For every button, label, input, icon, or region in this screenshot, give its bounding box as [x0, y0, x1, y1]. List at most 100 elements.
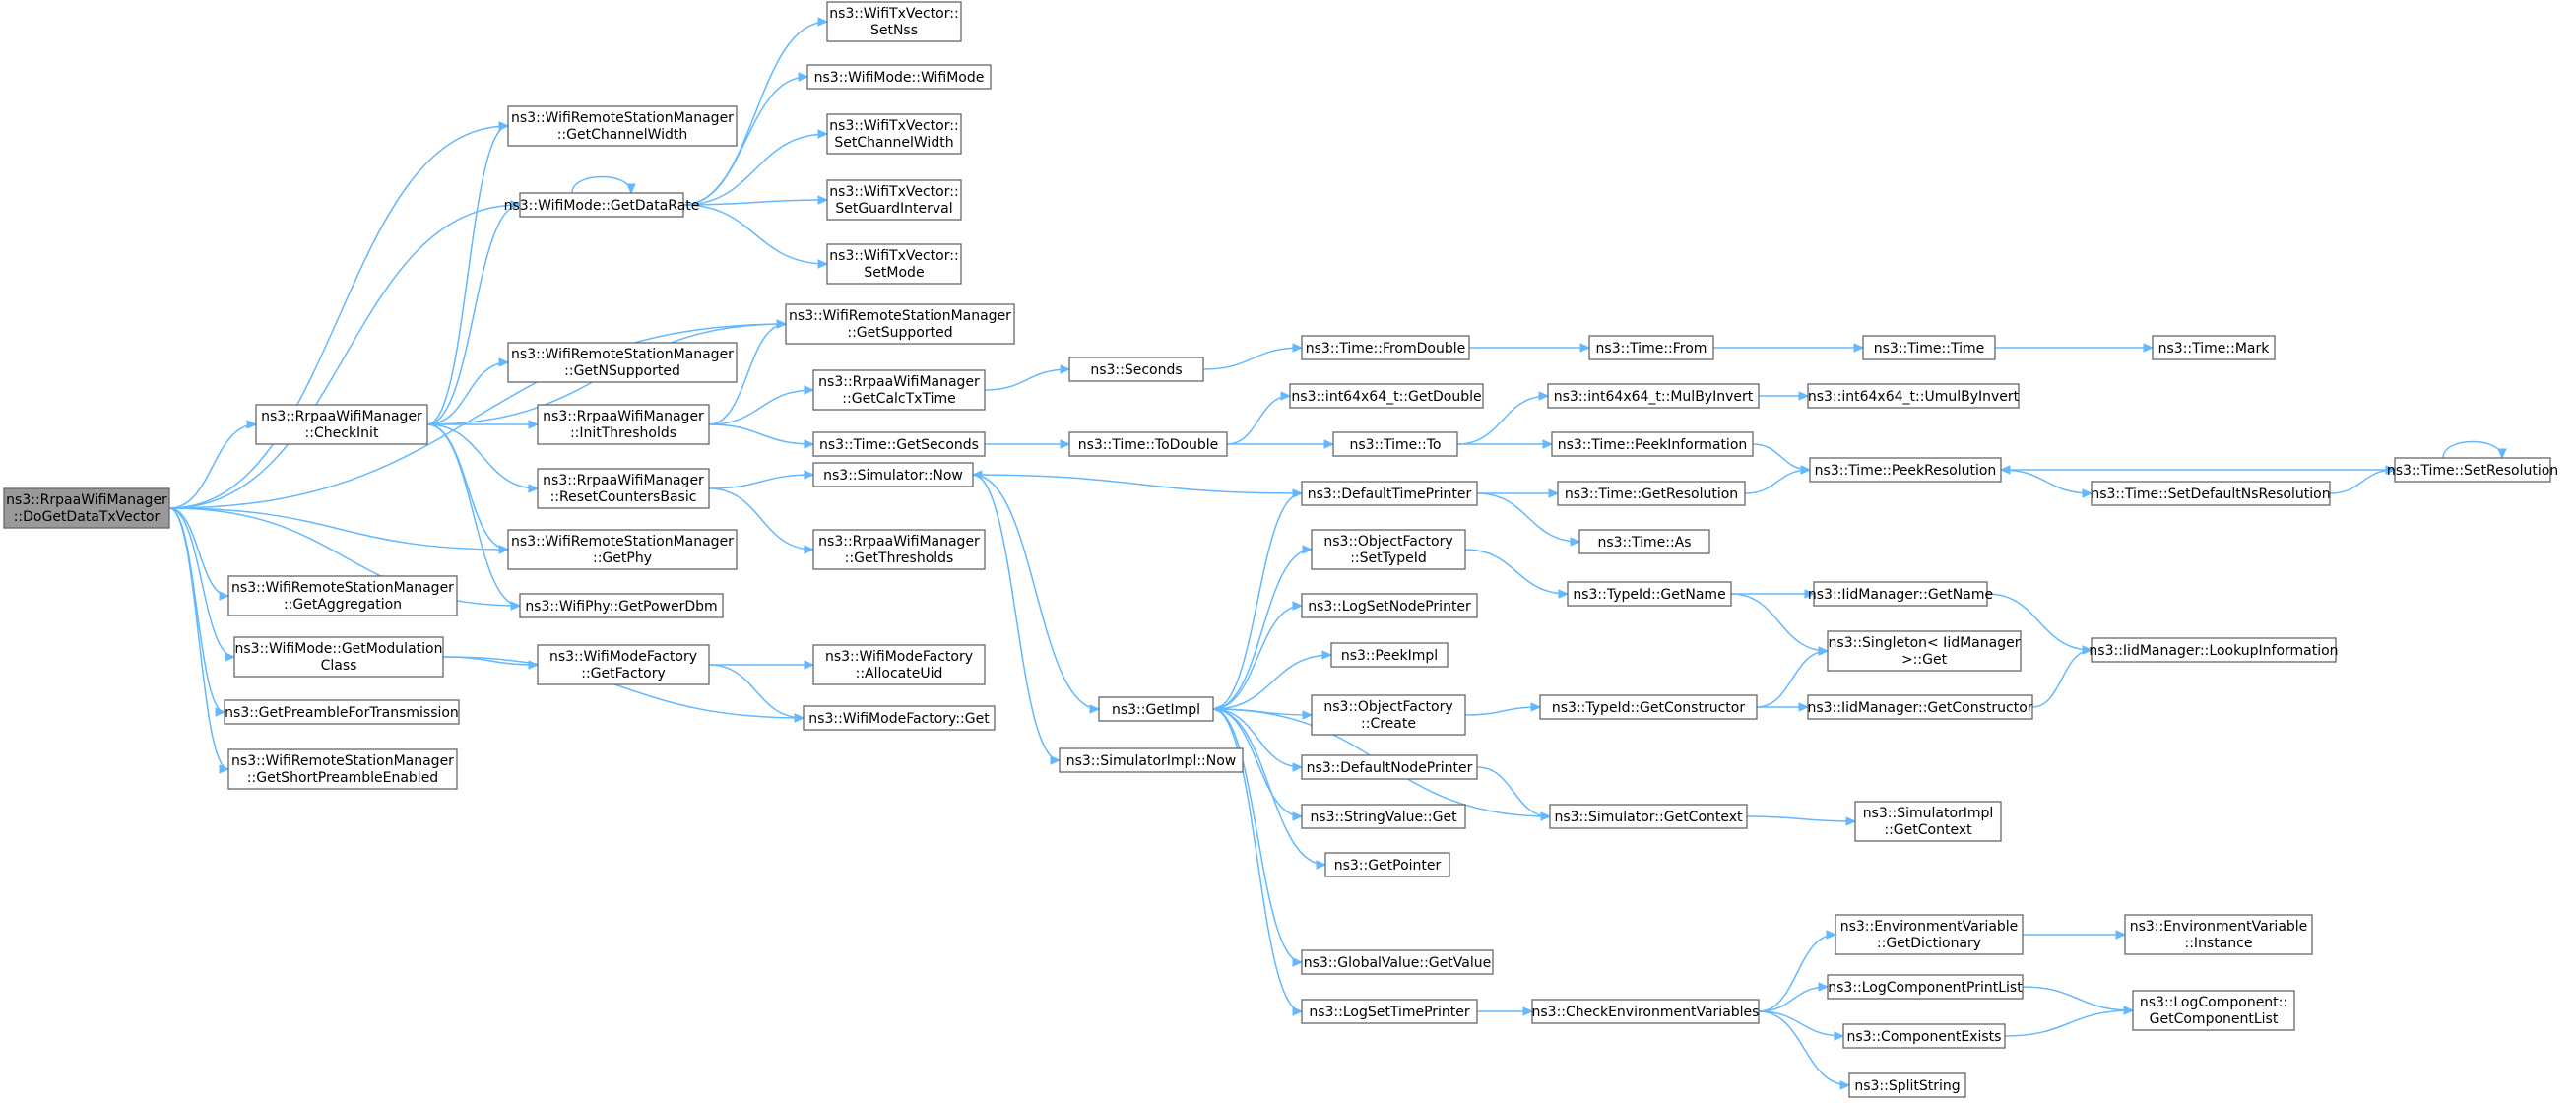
- node-typeidgetname[interactable]: ns3::TypeId::GetName: [1567, 581, 1732, 607]
- node-box: [1551, 431, 1754, 457]
- node-getchanw[interactable]: ns3::WifiRemoteStationManager::GetChanne…: [507, 105, 738, 147]
- node-getagg[interactable]: ns3::WifiRemoteStationManager::GetAggreg…: [227, 575, 458, 616]
- node-ofsettypeid[interactable]: ns3::ObjectFactory::SetTypeId: [1311, 529, 1466, 570]
- node-getdatarate[interactable]: ns3::WifiMode::GetDataRate: [504, 192, 700, 218]
- node-peekimpl[interactable]: ns3::PeekImpl: [1330, 642, 1449, 668]
- node-iidgetctor[interactable]: ns3::IidManager::GetConstructor: [1807, 694, 2033, 720]
- node-getimpl[interactable]: ns3::GetImpl: [1098, 696, 1214, 722]
- node-mulbyinvert[interactable]: ns3::int64x64_t::MulByInvert: [1547, 383, 1760, 409]
- node-globalget[interactable]: ns3::GlobalValue::GetValue: [1301, 949, 1494, 975]
- node-resetcounters[interactable]: ns3::RrpaaWifiManager::ResetCountersBasi…: [537, 468, 710, 509]
- node-timeto[interactable]: ns3::Time::To: [1332, 431, 1458, 457]
- node-typeidgetctor[interactable]: ns3::TypeId::GetConstructor: [1539, 694, 1758, 720]
- node-simimplctx[interactable]: ns3::SimulatorImpl::GetContext: [1854, 801, 2002, 842]
- node-initthresh[interactable]: ns3::RrpaaWifiManager::InitThresholds: [537, 404, 710, 445]
- node-logcompprint[interactable]: ns3::LogComponentPrintList: [1827, 974, 2024, 1000]
- node-box: [1848, 1072, 1966, 1098]
- arrowhead-checkinit-to-getchanw: [498, 121, 510, 131]
- node-singletonget[interactable]: ns3::Singleton< IidManager>::Get: [1827, 630, 2022, 672]
- node-label: ns3::SplitString: [1854, 1078, 1960, 1094]
- node-setmode[interactable]: ns3::WifiTxVector::SetMode: [826, 243, 962, 285]
- arrowhead-initthresh-to-getseconds: [804, 439, 815, 449]
- node-getpowerdbm[interactable]: ns3::WifiPhy::GetPowerDbm: [519, 593, 724, 618]
- node-getres[interactable]: ns3::Time::GetResolution: [1557, 481, 1746, 506]
- arrowhead-getimpl-to-strvalget: [1292, 811, 1304, 821]
- node-getthresholds[interactable]: ns3::RrpaaWifiManager::GetThresholds: [812, 529, 986, 570]
- node-deftimeprinter[interactable]: ns3::DefaultTimePrinter: [1301, 481, 1478, 506]
- node-label: ::GetThresholds: [845, 551, 954, 566]
- node-wifimode[interactable]: ns3::WifiMode::WifiMode: [806, 64, 992, 90]
- node-setresolution[interactable]: ns3::Time::SetResolution: [2387, 457, 2558, 483]
- node-box: [1301, 481, 1478, 506]
- node-label: ns3::IidManager::GetName: [1808, 587, 1993, 603]
- node-seconds[interactable]: ns3::Seconds: [1068, 357, 1204, 382]
- node-iidlookup[interactable]: ns3::IidManager::LookupInformation: [2089, 637, 2339, 663]
- node-peekres[interactable]: ns3::Time::PeekResolution: [1809, 457, 2002, 483]
- node-logcompgetlist[interactable]: ns3::LogComponent::GetComponentList: [2132, 990, 2295, 1031]
- node-getfactory[interactable]: ns3::WifiModeFactory::GetFactory: [537, 644, 710, 685]
- node-fromdouble[interactable]: ns3::Time::FromDouble: [1301, 335, 1470, 360]
- node-box: [1301, 804, 1466, 829]
- node-box: [255, 404, 428, 445]
- node-box: [224, 699, 460, 725]
- node-allocuid[interactable]: ns3::WifiModeFactory::AllocateUid: [812, 644, 986, 685]
- node-label: ns3::int64x64_t::UmulByInvert: [1808, 389, 2020, 405]
- node-setdefaultns[interactable]: ns3::Time::SetDefaultNsResolution: [2091, 481, 2331, 506]
- node-getshortpre[interactable]: ns3::WifiRemoteStationManager::GetShortP…: [227, 748, 458, 790]
- arrowhead-getseconds-to-todouble: [1060, 439, 1071, 449]
- node-box: [1835, 914, 2024, 955]
- edge-checkenv-to-logcompprint: [1758, 986, 1829, 1012]
- node-getcalctx[interactable]: ns3::RrpaaWifiManager::GetCalcTxTime: [812, 369, 986, 411]
- edge-checkinit-to-getnsupported: [426, 361, 509, 425]
- node-setnss[interactable]: ns3::WifiTxVector::SetNss: [826, 1, 962, 42]
- node-label: ns3::Simulator::GetContext: [1554, 810, 1743, 825]
- node-checkenv[interactable]: ns3::CheckEnvironmentVariables: [1531, 999, 1760, 1024]
- node-timemark[interactable]: ns3::Time::Mark: [2152, 335, 2276, 360]
- node-simgetctx[interactable]: ns3::Simulator::GetContext: [1549, 804, 1748, 829]
- node-box: [2124, 914, 2313, 955]
- edge-root-to-getphy: [168, 507, 509, 551]
- node-label: ns3::GlobalValue::GetValue: [1304, 955, 1491, 971]
- node-logsettime[interactable]: ns3::LogSetTimePrinter: [1301, 999, 1478, 1024]
- node-envinstance[interactable]: ns3::EnvironmentVariable::Instance: [2124, 914, 2313, 955]
- node-checkinit[interactable]: ns3::RrpaaWifiManager::CheckInit: [255, 404, 428, 445]
- node-factoryget[interactable]: ns3::WifiModeFactory::Get: [803, 705, 996, 731]
- arrowhead-root-to-checkinit: [246, 420, 258, 429]
- node-getsupported[interactable]: ns3::WifiRemoteStationManager::GetSuppor…: [785, 303, 1015, 345]
- node-getphy[interactable]: ns3::WifiRemoteStationManager::GetPhy: [507, 529, 738, 570]
- node-envgetdict[interactable]: ns3::EnvironmentVariable::GetDictionary: [1835, 914, 2024, 955]
- node-getpointer[interactable]: ns3::GetPointer: [1324, 852, 1450, 877]
- node-label: ns3::LogSetTimePrinter: [1309, 1005, 1470, 1020]
- node-label: ns3::int64x64_t::GetDouble: [1291, 389, 1481, 405]
- node-umulbyinvert[interactable]: ns3::int64x64_t::UmulByInvert: [1807, 383, 2020, 409]
- node-simnow[interactable]: ns3::Simulator::Now: [812, 462, 974, 487]
- node-box: [233, 636, 444, 678]
- node-defnodeprinter[interactable]: ns3::DefaultNodePrinter: [1301, 754, 1478, 780]
- node-i64getdouble[interactable]: ns3::int64x64_t::GetDouble: [1289, 383, 1484, 409]
- node-getseconds[interactable]: ns3::Time::GetSeconds: [812, 431, 986, 457]
- node-timeas[interactable]: ns3::Time::As: [1578, 529, 1710, 554]
- node-getpreamble[interactable]: ns3::GetPreambleForTransmission: [224, 699, 460, 725]
- node-box: [227, 748, 458, 790]
- node-setguard[interactable]: ns3::WifiTxVector::SetGuardInterval: [826, 179, 962, 221]
- node-root[interactable]: ns3::RrpaaWifiManager::DoGetDataTxVector: [3, 487, 170, 529]
- arrowhead-resetcounters-to-getthresholds: [804, 545, 815, 554]
- node-timetime[interactable]: ns3::Time::Time: [1862, 335, 1996, 360]
- node-timefrom[interactable]: ns3::Time::From: [1588, 335, 1714, 360]
- node-compexists[interactable]: ns3::ComponentExists: [1842, 1023, 2006, 1049]
- node-getnsupported[interactable]: ns3::WifiRemoteStationManager::GetNSuppo…: [507, 342, 738, 383]
- node-logsetnode[interactable]: ns3::LogSetNodePrinter: [1301, 593, 1478, 618]
- node-strvalget[interactable]: ns3::StringValue::Get: [1301, 804, 1466, 829]
- node-setchanw[interactable]: ns3::WifiTxVector::SetChannelWidth: [826, 113, 962, 155]
- node-label: ::ResetCountersBasic: [550, 489, 697, 505]
- node-splitstring[interactable]: ns3::SplitString: [1848, 1072, 1966, 1098]
- arrowhead-simnow-to-simimplnow: [1050, 755, 1062, 765]
- node-iidgetname[interactable]: ns3::IidManager::GetName: [1808, 581, 1993, 607]
- node-label: ns3::Time::PeekInformation: [1558, 437, 1748, 453]
- node-peekinfo[interactable]: ns3::Time::PeekInformation: [1551, 431, 1754, 457]
- node-simimplnow[interactable]: ns3::SimulatorImpl::Now: [1059, 747, 1244, 773]
- node-todouble[interactable]: ns3::Time::ToDouble: [1068, 431, 1228, 457]
- node-ofcreate[interactable]: ns3::ObjectFactory::Create: [1311, 694, 1466, 736]
